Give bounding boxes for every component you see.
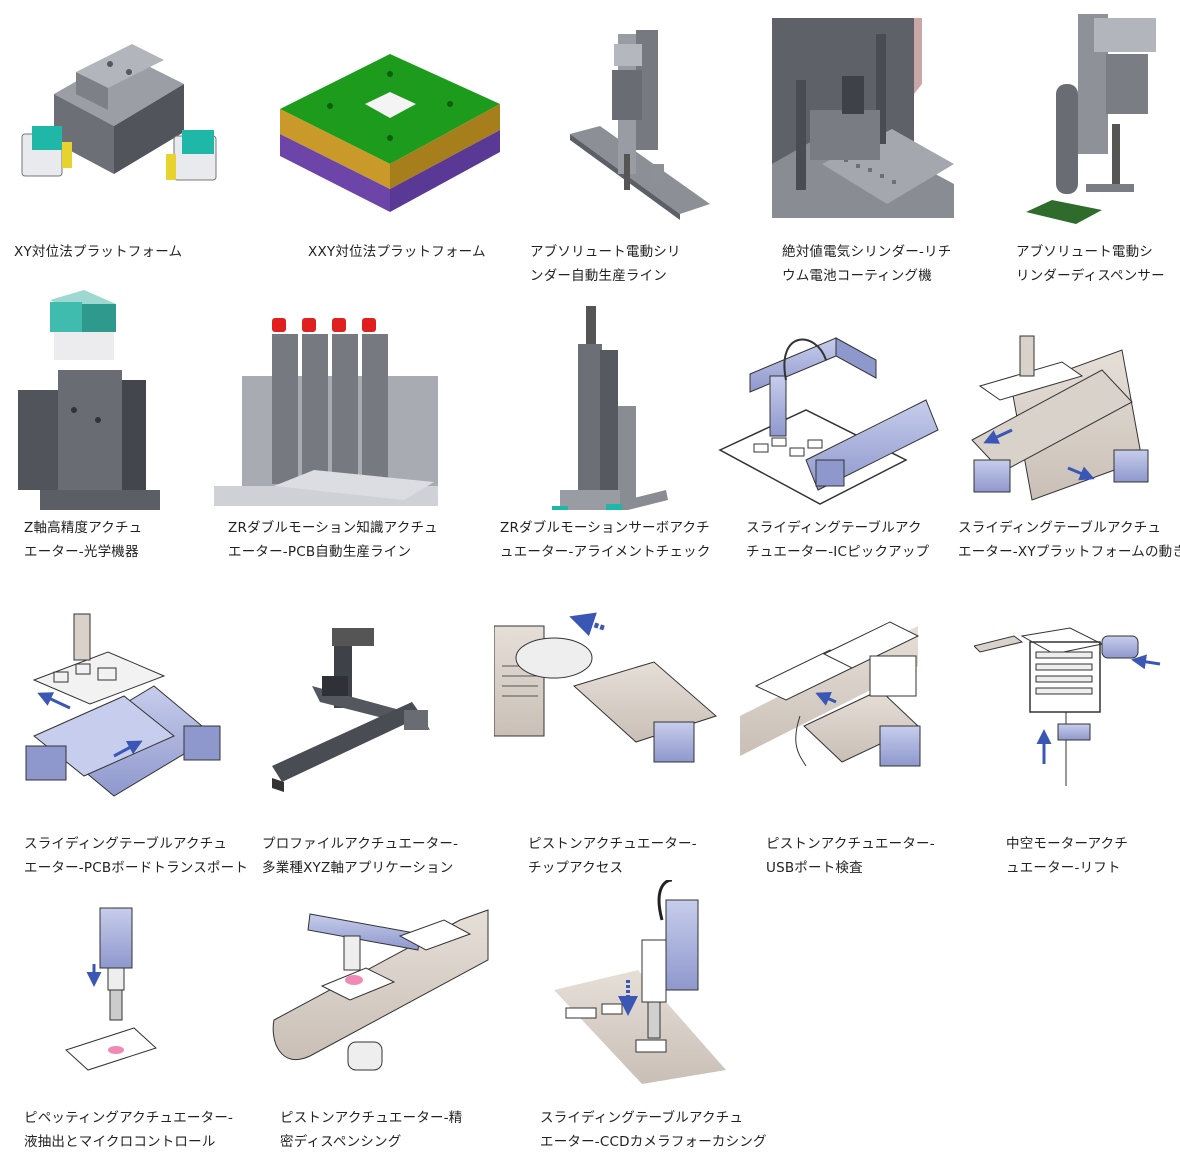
product-card[interactable]: ピペッティングアクチュエーター- 液抽出とマイクロコントロール xyxy=(14,880,250,1170)
chip-access-icon[interactable] xyxy=(494,606,730,826)
product-card[interactable]: ピストンアクチュエーター- USBポート検査 xyxy=(740,606,976,896)
ccd-focusing-icon[interactable] xyxy=(526,880,762,1100)
caption-line-1: アブソリュート電動シ xyxy=(1016,244,1153,260)
dispenser-icon[interactable] xyxy=(1016,14,1180,234)
product-card[interactable]: プロファイルアクチュエーター- 多業種XYZ軸アプリケーション xyxy=(262,606,498,896)
product-card[interactable]: XY対位法プラットフォーム xyxy=(14,14,250,304)
caption-line-1: 絶対値電気シリンダー-リチ xyxy=(782,244,952,260)
ic-pick-up-icon[interactable] xyxy=(716,290,952,510)
pipetting-icon[interactable] xyxy=(14,880,250,1100)
caption-line-2: リンダーディスペンサー xyxy=(1016,268,1165,284)
product-card[interactable]: ZRダブルモーション知識アクチュエーター-PCB自動生産ライン xyxy=(214,290,450,580)
product-card[interactable]: ZRダブルモーションサーボアクチュエーター-アライメントチェック xyxy=(500,290,736,580)
caption-line-2: ンダー自動生産ライン xyxy=(530,268,667,284)
battery-coating-icon[interactable] xyxy=(772,14,1008,234)
caption-line-2: 密ディスペンシング xyxy=(280,1134,402,1150)
caption-line-2: ュエーター-リフト xyxy=(1006,860,1121,876)
caption-line-1: XY対位法プラットフォーム xyxy=(14,244,183,260)
caption-line-1: XXY対位法プラットフォーム xyxy=(308,244,486,260)
product-card[interactable]: スライディングテーブルアクチュエーター-XYプラットフォームの動き xyxy=(952,290,1180,580)
product-card[interactable]: スライディングテーブルアクチュエーター-PCBボードトランスポート xyxy=(14,606,250,896)
caption-line-1: プロファイルアクチュエーター- xyxy=(262,836,459,852)
usb-inspection-icon[interactable] xyxy=(740,606,976,826)
xy-platform-icon[interactable] xyxy=(14,14,250,234)
product-card[interactable]: アブソリュート電動シリンダーディスペンサー xyxy=(1016,14,1180,304)
xyz-profile-icon[interactable] xyxy=(262,606,498,826)
caption-line-2: 液抽出とマイクロコントロール xyxy=(24,1134,216,1150)
caption-line-1: ZRダブルモーションサーボアクチ xyxy=(500,520,710,536)
caption-line-2: エーター-PCBボードトランスポート xyxy=(24,860,249,876)
caption-line-2: エーター-PCB自動生産ライン xyxy=(228,544,412,560)
zr-alignment-icon[interactable] xyxy=(500,290,736,510)
pcb-transport-icon[interactable] xyxy=(14,606,250,826)
caption-line-1: ピストンアクチュエーター- xyxy=(528,836,697,852)
caption-line-1: スライディングテーブルアクチュ xyxy=(24,836,228,852)
caption-line-2: ウム電池コーティング機 xyxy=(782,268,932,284)
electric-cylinder-line-icon[interactable] xyxy=(530,14,766,234)
product-card[interactable]: スライディングテーブルアクチュエーター-ICピックアップ xyxy=(716,290,952,580)
product-card[interactable]: Z軸高精度アクチュエーター-光学機器 xyxy=(14,290,250,580)
caption-line-1: Z軸高精度アクチュ xyxy=(24,520,143,536)
caption-line-2: チュエーター-ICピックアップ xyxy=(746,544,930,560)
product-card[interactable]: 絶対値電気シリンダー-リチウム電池コーティング機 xyxy=(772,14,1008,304)
product-card[interactable]: ピストンアクチュエーター-精密ディスペンシング xyxy=(270,880,506,1170)
xxy-platform-icon[interactable] xyxy=(270,14,506,234)
caption-line-2: USBポート検査 xyxy=(766,860,863,876)
caption-line-1: ピストンアクチュエーター-精 xyxy=(280,1110,463,1126)
caption-line-1: ピペッティングアクチュエーター- xyxy=(24,1110,234,1126)
caption-line-1: スライディングテーブルアクチュ xyxy=(540,1110,744,1126)
caption-line-2: ュエーター-アライメントチェック xyxy=(500,544,711,560)
caption-line-1: ZRダブルモーション知識アクチュ xyxy=(228,520,438,536)
caption-line-2: エーター-XYプラットフォームの動き xyxy=(958,544,1180,560)
product-card[interactable]: スライディングテーブルアクチュエーター-CCDカメラフォーカシング xyxy=(526,880,767,1170)
hollow-motor-lift-icon[interactable] xyxy=(974,606,1180,826)
caption-line-1: スライディングテーブルアクチュ xyxy=(958,520,1162,536)
caption-line-2: エーター-CCDカメラフォーカシング xyxy=(540,1134,767,1150)
caption-line-2: エーター-光学機器 xyxy=(24,544,139,560)
product-card[interactable]: アブソリュート電動シリンダー自動生産ライン xyxy=(530,14,766,304)
xy-motion-icon[interactable] xyxy=(952,290,1180,510)
caption-line-1: アブソリュート電動シリ xyxy=(530,244,681,260)
product-card[interactable]: ピストンアクチュエーター- チップアクセス xyxy=(494,606,730,896)
zr-pcb-line-icon[interactable] xyxy=(214,290,450,510)
caption-line-1: ピストンアクチュエーター- xyxy=(766,836,935,852)
z-axis-actuator-icon[interactable] xyxy=(14,290,250,510)
product-card[interactable]: XXY対位法プラットフォーム xyxy=(270,14,506,304)
caption-line-1: スライディングテーブルアク xyxy=(746,520,922,536)
caption-line-2: チップアクセス xyxy=(528,860,624,876)
caption-line-1: 中空モーターアクチ xyxy=(1006,836,1129,852)
product-card[interactable]: 中空モーターアクチュエーター-リフト xyxy=(974,606,1180,896)
caption-line-2: 多業種XYZ軸アプリケーション xyxy=(262,860,454,876)
precision-dispensing-icon[interactable] xyxy=(270,880,506,1100)
